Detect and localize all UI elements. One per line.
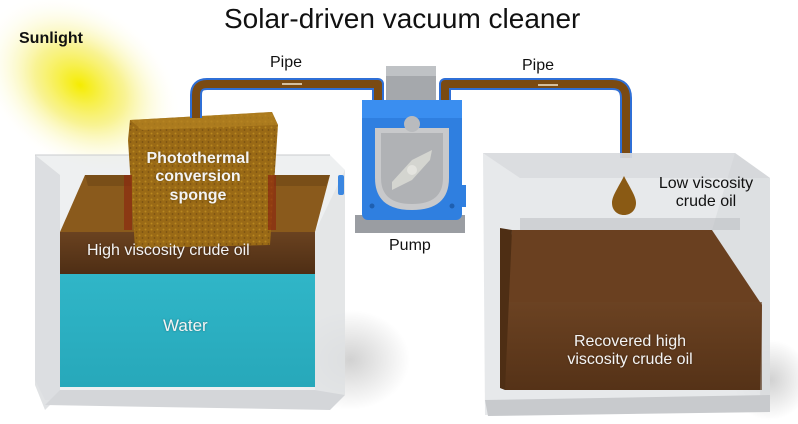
label-pump: Pump [389,237,431,254]
label-sunlight: Sunlight [19,30,83,47]
label-sponge-line3: sponge [169,186,227,204]
label-recovered-line2: viscosity crude oil [567,351,693,369]
label-sponge-line2: conversion [155,168,241,186]
label-recovered-oil: Recovered high viscosity crude oil [540,333,720,370]
label-high-viscosity-oil: High viscosity crude oil [87,242,250,259]
diagram-title: Solar-driven vacuum cleaner [224,3,581,34]
label-pipe-left: Pipe [270,54,303,71]
label-low-viscosity-line1: Low viscosity [658,175,754,192]
pipe-right [439,78,632,158]
photothermal-sponge [124,112,278,248]
label-sponge: Photothermal conversion sponge [128,150,268,205]
label-low-viscosity-line2: crude oil [675,193,737,211]
label-recovered-line1: Recovered high [573,333,687,350]
oil-droplet-icon [612,176,636,215]
pipe-left [190,78,384,118]
water-layer [60,272,315,387]
right-tank [483,153,770,416]
label-sponge-line1: Photothermal [146,150,250,167]
label-pipe-right: Pipe [522,57,555,74]
recovered-oil-top [505,230,762,305]
label-water: Water [163,316,208,335]
pump-body [355,66,466,233]
recovered-oil-layer [505,302,762,390]
label-low-viscosity-oil: Low viscosity crude oil [636,175,776,212]
